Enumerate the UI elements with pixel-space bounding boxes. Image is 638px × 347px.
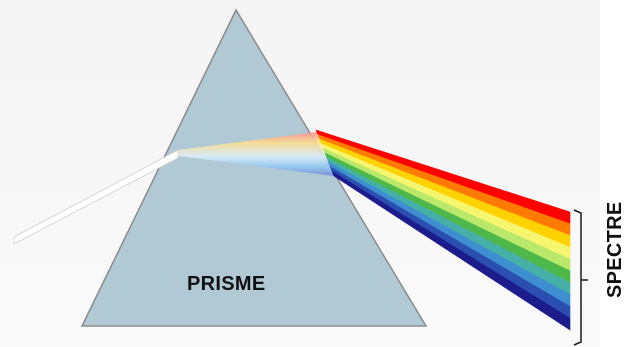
spectrum-label: SPECTRE [604,201,627,298]
prism-label: PRISME [187,273,265,296]
